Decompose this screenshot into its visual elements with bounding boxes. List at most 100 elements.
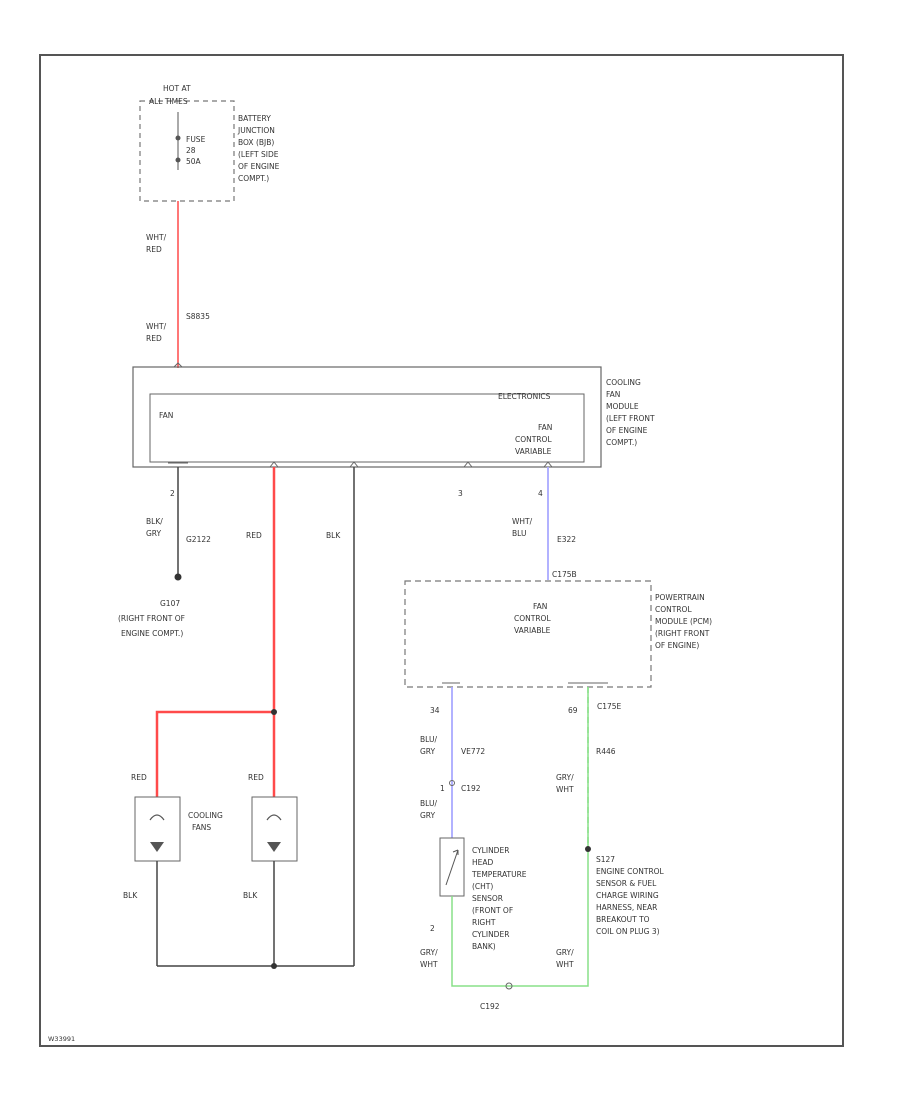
- wire-color-blu-gry-a: BLU/: [420, 735, 437, 744]
- module-fan-control-3: VARIABLE: [515, 447, 552, 456]
- svg-text:CONTROL: CONTROL: [655, 605, 692, 614]
- figure-id: W33991: [48, 1035, 75, 1043]
- svg-text:TEMPERATURE: TEMPERATURE: [471, 870, 527, 879]
- wire-color-gry-wht2-b: WHT: [420, 960, 438, 969]
- ground-name: G107: [160, 599, 180, 608]
- cht-description: CYLINDER HEAD TEMPERATURE (CHT) SENSOR (…: [471, 846, 527, 951]
- wire-color-red-2: RED: [131, 773, 147, 782]
- wire-color-wht-red-2b: RED: [146, 334, 162, 343]
- wire-color-wht-red-1b: RED: [146, 245, 162, 254]
- fan-label: FAN: [159, 411, 173, 420]
- pcm-connector-c175b: C175B: [552, 570, 577, 579]
- cooling-fans-label-2: FANS: [192, 823, 211, 832]
- sensor-return-circuit-code: R446: [596, 747, 616, 756]
- svg-text:BANK): BANK): [472, 942, 496, 951]
- module-fan-control-2: CONTROL: [515, 435, 552, 444]
- fuse-number: 28: [186, 146, 196, 155]
- ground-circuit-code: G2122: [186, 535, 211, 544]
- connector-pin-1: 1: [440, 784, 445, 793]
- svg-text:OF ENGINE: OF ENGINE: [606, 426, 648, 435]
- battery-junction-box: [139, 100, 235, 202]
- cht-sensor: [439, 837, 465, 897]
- inline-connector-c192: [449, 780, 455, 786]
- splice-ground: [271, 963, 277, 969]
- ground-point: [174, 573, 182, 581]
- svg-text:(RIGHT FRONT: (RIGHT FRONT: [655, 629, 710, 638]
- connector-c192-top: C192: [461, 784, 481, 793]
- svg-text:CYLINDER: CYLINDER: [472, 930, 509, 939]
- splice-label: S8835: [186, 312, 210, 321]
- cht-pin-2: 2: [430, 924, 435, 933]
- connector-c192-bottom: [505, 982, 513, 990]
- svg-text:BATTERY: BATTERY: [238, 114, 271, 123]
- all-times-label: ALL TIMES: [149, 97, 188, 106]
- wire-color-gry-wht3-a: GRY/: [556, 948, 574, 957]
- wire-color-blu-gry2-b: GRY: [420, 811, 436, 820]
- wire-color-wht-red-1a: WHT/: [146, 233, 167, 242]
- svg-text:JUNCTION: JUNCTION: [237, 126, 275, 135]
- cooling-fans-label-1: COOLING: [188, 811, 223, 820]
- wire-color-red-1: RED: [246, 531, 262, 540]
- wire-color-blk-gry-b: GRY: [146, 529, 162, 538]
- svg-text:MODULE (PCM): MODULE (PCM): [655, 617, 712, 626]
- svg-text:OF ENGINE: OF ENGINE: [238, 162, 280, 171]
- fan-control-circuit-code: E322: [557, 535, 576, 544]
- svg-text:BOX (BJB): BOX (BJB): [238, 138, 274, 147]
- svg-text:COMPT.): COMPT.): [238, 174, 269, 183]
- diagram-frame: [39, 54, 844, 1047]
- svg-text:POWERTRAIN: POWERTRAIN: [655, 593, 705, 602]
- cooling-fan-module: [132, 366, 602, 468]
- cfm-description: COOLING FAN MODULE (LEFT FRONT OF ENGINE…: [606, 378, 655, 447]
- connector-c175e: C175E: [597, 702, 622, 711]
- svg-text:HARNESS, NEAR: HARNESS, NEAR: [596, 903, 657, 912]
- ground-location-1: (RIGHT FRONT OF: [118, 614, 185, 623]
- splice-red: [271, 709, 277, 715]
- pin-34: 34: [430, 706, 440, 715]
- svg-text:(LEFT SIDE: (LEFT SIDE: [238, 150, 279, 159]
- svg-text:ENGINE CONTROL: ENGINE CONTROL: [596, 867, 665, 876]
- wire-gry-wht-sensor-return: [451, 687, 589, 987]
- svg-text:(LEFT FRONT: (LEFT FRONT: [606, 414, 655, 423]
- pin-4: 4: [538, 489, 543, 498]
- svg-text:COIL ON PLUG 3): COIL ON PLUG 3): [596, 927, 660, 936]
- pin-69: 69: [568, 706, 578, 715]
- wire-color-red-3: RED: [248, 773, 264, 782]
- svg-text:HEAD: HEAD: [472, 858, 494, 867]
- svg-text:OF ENGINE): OF ENGINE): [655, 641, 699, 650]
- splice-s127: [585, 846, 591, 852]
- module-fan-control-1: FAN: [538, 423, 552, 432]
- pcm-fan-label: FAN: [533, 602, 547, 611]
- wire-color-blk-gry-a: BLK/: [146, 517, 163, 526]
- svg-text:CYLINDER: CYLINDER: [472, 846, 509, 855]
- svg-text:COOLING: COOLING: [606, 378, 641, 387]
- svg-text:RIGHT: RIGHT: [472, 918, 496, 927]
- fuse-label: FUSE: [186, 135, 206, 144]
- pin-3: 3: [458, 489, 463, 498]
- svg-text:MODULE: MODULE: [606, 402, 639, 411]
- svg-text:SENSOR & FUEL: SENSOR & FUEL: [596, 879, 657, 888]
- connector-c192-bottom-label: C192: [480, 1002, 500, 1011]
- module-connector-pins: [168, 362, 553, 468]
- wire-color-blk-3: BLK: [243, 891, 258, 900]
- wire-color-gry-wht-b: WHT: [556, 785, 574, 794]
- bjb-description: BATTERY JUNCTION BOX (BJB) (LEFT SIDE OF…: [237, 114, 280, 183]
- cooling-fan-2: [251, 796, 298, 862]
- pcm-control-label: CONTROL: [514, 614, 551, 623]
- svg-text:FAN: FAN: [606, 390, 620, 399]
- svg-text:BREAKOUT TO: BREAKOUT TO: [596, 915, 650, 924]
- svg-text:SENSOR: SENSOR: [472, 894, 503, 903]
- wire-color-blk-2: BLK: [123, 891, 138, 900]
- hot-at-label: HOT AT: [163, 84, 191, 93]
- wire-color-wht-blu-a: WHT/: [512, 517, 533, 526]
- wire-color-gry-wht3-b: WHT: [556, 960, 574, 969]
- powertrain-control-module: [404, 580, 652, 688]
- wire-color-wht-red-2a: WHT/: [146, 322, 167, 331]
- electronics-label: ELECTRONICS: [498, 392, 551, 401]
- cooling-fan-1: [134, 796, 181, 862]
- svg-text:(CHT): (CHT): [472, 882, 493, 891]
- pcm-variable-label: VARIABLE: [514, 626, 551, 635]
- pcm-description: POWERTRAIN CONTROL MODULE (PCM) (RIGHT F…: [655, 593, 712, 650]
- wire-color-gry-wht2-a: GRY/: [420, 948, 438, 957]
- svg-text:(FRONT OF: (FRONT OF: [472, 906, 513, 915]
